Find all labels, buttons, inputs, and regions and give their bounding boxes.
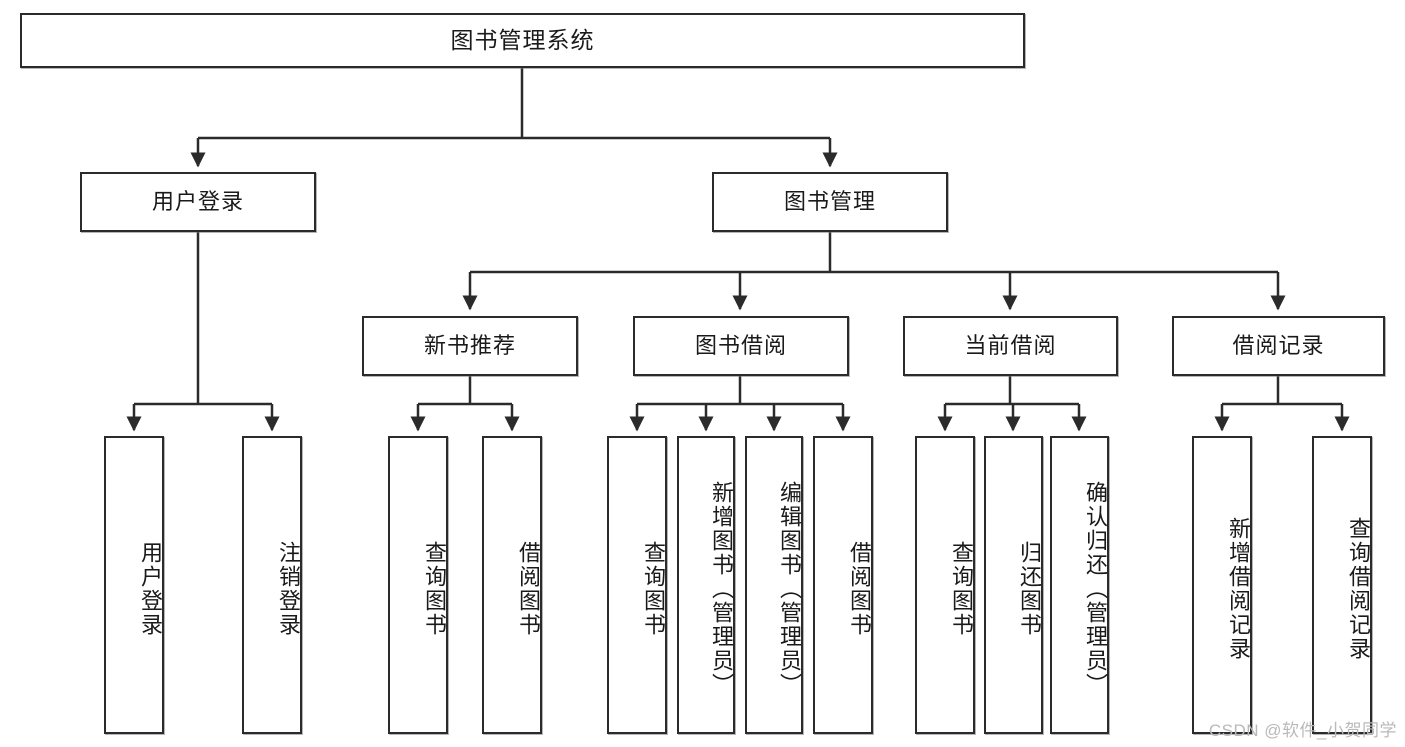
leaf-borrow-record-add-record[interactable]: 新增借阅记录 — [1192, 436, 1252, 734]
node-user-login[interactable]: 用户登录 — [80, 172, 316, 232]
leaf-current-borrow-query-book[interactable]: 查询图书 — [915, 436, 975, 734]
leaf-book-borrow-add-book-admin[interactable]: 新增图书（管理员） — [677, 436, 735, 734]
leaf-book-borrow-query-book[interactable]: 查询图书 — [607, 436, 667, 734]
node-book-borrow[interactable]: 图书借阅 — [633, 316, 849, 376]
leaf-book-borrow-borrow-book[interactable]: 借阅图书 — [813, 436, 873, 734]
leaf-book-borrow-edit-book-admin[interactable]: 编辑图书（管理员） — [745, 436, 803, 734]
leaf-current-borrow-return-book[interactable]: 归还图书 — [984, 436, 1043, 734]
node-new-book-recommend[interactable]: 新书推荐 — [362, 316, 578, 376]
leaf-new-book-query-book[interactable]: 查询图书 — [388, 436, 448, 734]
node-borrow-record[interactable]: 借阅记录 — [1172, 316, 1385, 376]
leaf-current-borrow-confirm-return-admin[interactable]: 确认归还（管理员） — [1050, 436, 1109, 734]
csdn-watermark: CSDN @软件_小贺同学 — [1208, 721, 1397, 740]
node-book-management[interactable]: 图书管理 — [712, 172, 948, 232]
node-current-borrow[interactable]: 当前借阅 — [903, 316, 1118, 376]
leaf-borrow-record-query-record[interactable]: 查询借阅记录 — [1312, 436, 1372, 734]
leaf-new-book-borrow-book[interactable]: 借阅图书 — [482, 436, 542, 734]
node-root-book-management-system[interactable]: 图书管理系统 — [20, 13, 1025, 68]
leaf-user-login-logout[interactable]: 注销登录 — [242, 436, 302, 734]
leaf-user-login-login[interactable]: 用户登录 — [104, 436, 164, 734]
